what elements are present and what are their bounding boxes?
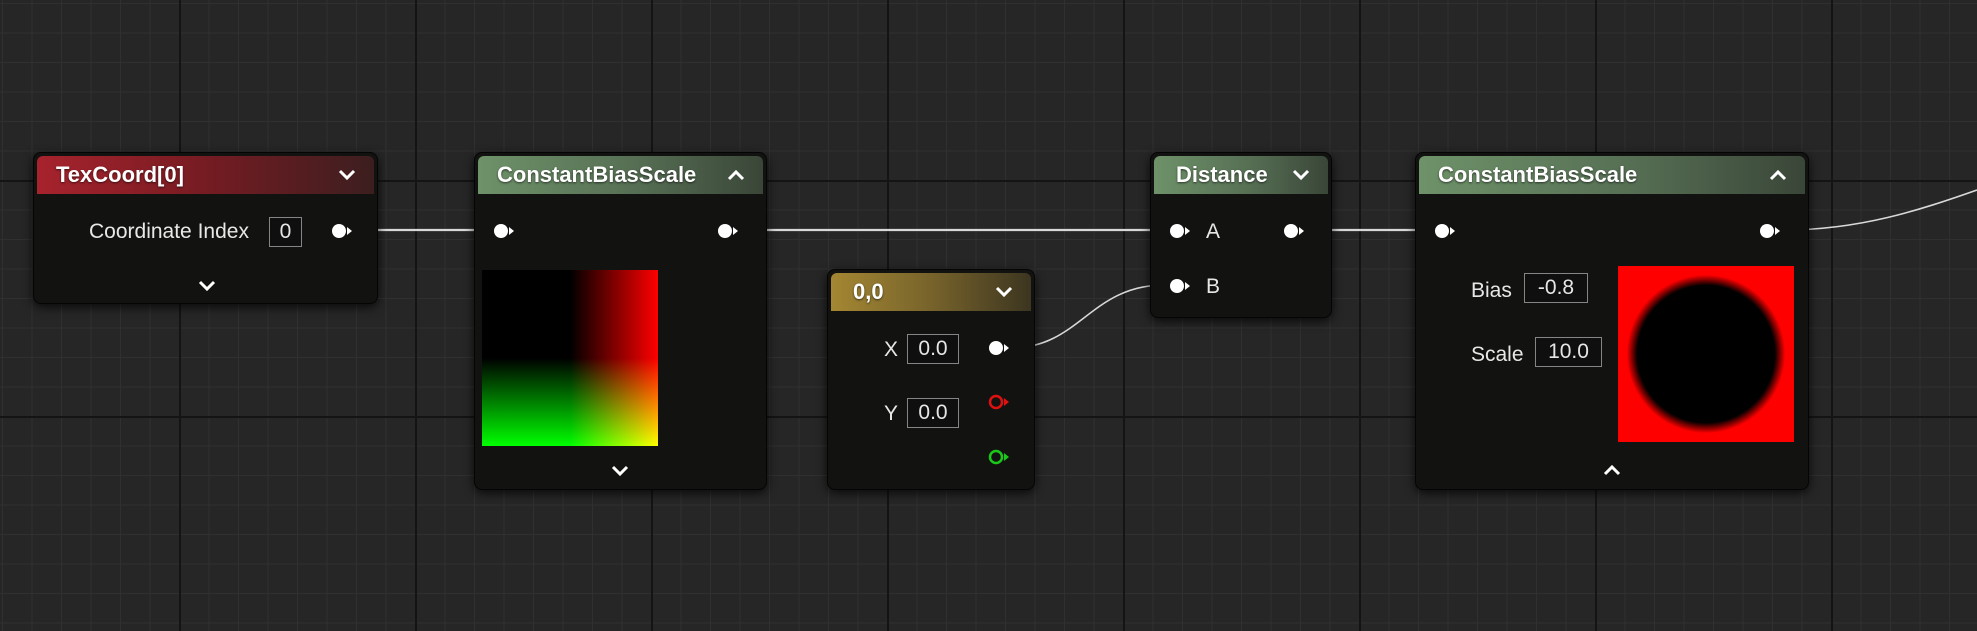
exec-pin-icon[interactable] <box>1169 278 1191 294</box>
red-channel-pin-icon[interactable] <box>988 394 1010 410</box>
scale-value-input[interactable]: 10.0 <box>1535 337 1602 367</box>
distance-node-header[interactable]: Distance <box>1154 156 1328 194</box>
y-value-input[interactable]: 0.0 <box>907 398 959 428</box>
texcoord-node[interactable]: TexCoord[0] Coordinate Index 0 <box>33 152 378 304</box>
node-title: ConstantBiasScale <box>1438 162 1638 187</box>
pin-a-label: A <box>1206 220 1221 243</box>
exec-pin-icon[interactable] <box>1169 223 1191 239</box>
exec-pin-icon[interactable] <box>1434 223 1456 239</box>
y-label: Y <box>884 402 899 425</box>
scale-label: Scale <box>1471 343 1524 366</box>
constant-bias-scale-node-2[interactable]: ConstantBiasScale Bias -0.8 Scale 10.0 <box>1415 152 1809 490</box>
bias-label: Bias <box>1471 279 1512 302</box>
constant-bias-scale-node-1[interactable]: ConstantBiasScale <box>474 152 767 490</box>
cbs2-node-header[interactable]: ConstantBiasScale <box>1419 156 1805 194</box>
node-title: ConstantBiasScale <box>497 162 697 187</box>
chevron-up-icon[interactable] <box>723 162 749 188</box>
chevron-down-icon[interactable] <box>1288 162 1314 188</box>
chevron-down-icon[interactable] <box>991 279 1017 305</box>
chevron-up-icon[interactable] <box>1599 460 1625 480</box>
exec-pin-icon[interactable] <box>988 340 1010 356</box>
chevron-down-icon[interactable] <box>334 162 360 188</box>
wire-cbs2-out[interactable] <box>1783 189 1977 231</box>
pin-b-label: B <box>1206 275 1221 298</box>
node-title: TexCoord[0] <box>56 162 184 187</box>
x-label: X <box>884 338 899 361</box>
texcoord-node-header[interactable]: TexCoord[0] <box>37 156 374 194</box>
distance-node[interactable]: Distance A B <box>1150 152 1332 318</box>
exec-pin-icon[interactable] <box>331 223 353 239</box>
chevron-up-icon[interactable] <box>1765 162 1791 188</box>
coordinate-index-input[interactable]: 0 <box>269 217 302 247</box>
chevron-down-icon[interactable] <box>194 275 220 295</box>
x-value-input[interactable]: 0.0 <box>907 334 959 364</box>
green-channel-pin-icon[interactable] <box>988 449 1010 465</box>
exec-pin-icon[interactable] <box>493 223 515 239</box>
constant2vector-node[interactable]: 0,0 X 0.0 Y 0.0 <box>827 269 1035 490</box>
uv-gradient-preview <box>482 270 658 446</box>
node-title: Distance <box>1176 162 1268 187</box>
cbs1-node-header[interactable]: ConstantBiasScale <box>478 156 763 194</box>
exec-pin-icon[interactable] <box>1759 223 1781 239</box>
constant2-node-header[interactable]: 0,0 <box>831 273 1031 311</box>
exec-pin-icon[interactable] <box>1283 223 1305 239</box>
coordinate-index-label: Coordinate Index <box>89 220 249 243</box>
chevron-down-icon[interactable] <box>607 460 633 480</box>
circle-mask-preview <box>1618 266 1794 442</box>
node-title: 0,0 <box>853 279 884 304</box>
exec-pin-icon[interactable] <box>717 223 739 239</box>
bias-value-input[interactable]: -0.8 <box>1524 273 1588 303</box>
